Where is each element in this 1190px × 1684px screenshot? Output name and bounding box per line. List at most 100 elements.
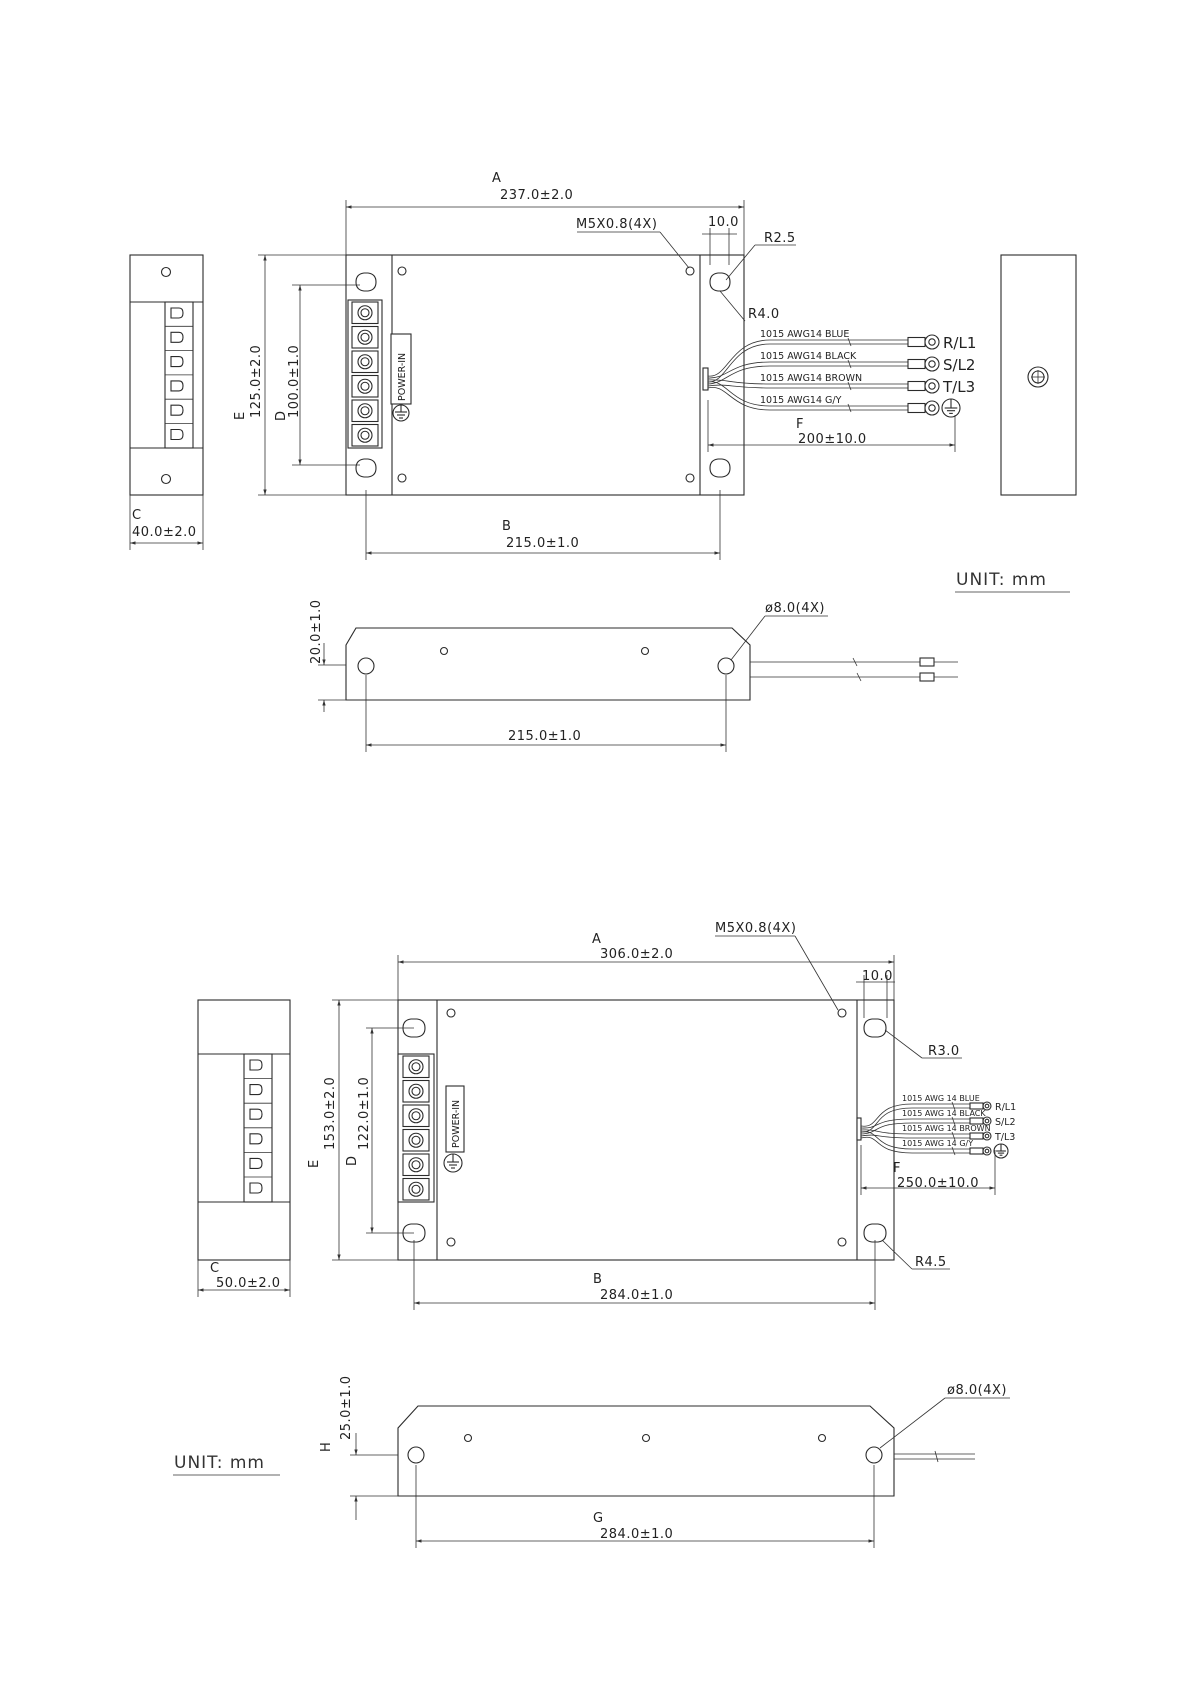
top-dim-A: 237.0±2.0 [500, 188, 573, 203]
bottom-side-hole-callout: ø8.0(4X) [947, 1383, 1007, 1398]
top-dim-10: 10.0 [708, 215, 739, 230]
top-terminal-label: T/L3 [942, 378, 975, 396]
top-right-end-view [1000, 254, 1077, 496]
bottom-dim-A: 306.0±2.0 [600, 947, 673, 962]
top-terminal-screw [351, 325, 379, 349]
bottom-wire: 1015 AWG 14 G/Y [860, 1131, 1009, 1159]
top-wire-label: 1015 AWG14 BROWN [760, 373, 862, 384]
top-label-F: F [796, 417, 804, 432]
top-terminal-screw [351, 399, 379, 423]
bottom-end-terminal [244, 1102, 272, 1120]
top-unit-label: UNIT: mm [956, 570, 1047, 590]
top-end-terminal [165, 398, 193, 416]
bottom-power-in-label: POWER-IN [451, 1100, 462, 1148]
top-terminal-screw [351, 423, 379, 447]
top-wire-label: 1015 AWG14 BLUE [760, 329, 849, 340]
bottom-side-height: 25.0±1.0 [339, 1375, 354, 1440]
top-end-terminal [165, 350, 193, 368]
top-label-D: D [274, 410, 289, 421]
top-end-terminal [165, 374, 193, 392]
bottom-wire-label: 1015 AWG 14 BLACK [902, 1109, 986, 1118]
bottom-terminal-screw [402, 1128, 430, 1152]
bottom-side-view [397, 1405, 975, 1497]
top-filter-drawing: C 40.0±2.0 POWER-IN [129, 171, 1077, 752]
top-radius-large: R4.0 [748, 307, 780, 322]
top-label-C: C [132, 508, 142, 523]
bottom-terminal-screw [402, 1055, 430, 1079]
top-label-B: B [502, 519, 511, 534]
bottom-unit-label: UNIT: mm [174, 1453, 265, 1473]
top-wire: 1015 AWG14 BROWN T/L3 [707, 373, 975, 396]
top-power-in-label: POWER-IN [397, 353, 408, 401]
bottom-label-D: D [345, 1155, 360, 1166]
bottom-end-terminal [244, 1053, 272, 1071]
top-terminal-screw [351, 350, 379, 374]
bottom-dim-10: 10.0 [862, 969, 893, 984]
top-side-hole-callout: ø8.0(4X) [765, 601, 825, 616]
top-dim-C: 40.0±2.0 [132, 525, 197, 540]
bottom-screw-callout: M5X0.8(4X) [715, 921, 796, 936]
bottom-ground-icon [443, 1153, 463, 1173]
bottom-end-terminal [244, 1127, 272, 1145]
bottom-terminal-screw [402, 1177, 430, 1201]
top-end-terminal [165, 325, 193, 343]
bottom-label-C: C [210, 1261, 220, 1276]
bottom-side-width: 284.0±1.0 [600, 1527, 673, 1542]
top-terminal-screw [351, 301, 379, 325]
top-wire: 1015 AWG14 BLUE R/L1 [707, 329, 976, 383]
bottom-dim-E: 153.0±2.0 [323, 1077, 338, 1150]
bottom-earth-icon [993, 1143, 1009, 1159]
bottom-terminal-screw [402, 1104, 430, 1128]
bottom-dim-C: 50.0±2.0 [216, 1276, 281, 1291]
bottom-terminal-label: T/L3 [994, 1132, 1015, 1143]
top-dim-F: 200±10.0 [798, 432, 867, 447]
bottom-terminal-screw [402, 1153, 430, 1177]
top-dim-D: 100.0±1.0 [287, 345, 302, 418]
top-side-width: 215.0±1.0 [508, 729, 581, 744]
bottom-end-terminal [244, 1078, 272, 1096]
bottom-label-F: F [893, 1161, 901, 1176]
top-dim-B: 215.0±1.0 [506, 536, 579, 551]
top-dim-E: 125.0±2.0 [249, 345, 264, 418]
bottom-main-view: POWER-IN [397, 999, 895, 1261]
bottom-radius-large: R4.5 [915, 1255, 947, 1270]
top-main-view: POWER-IN [345, 254, 745, 496]
top-side-view [345, 627, 958, 701]
bottom-label-B: B [593, 1272, 602, 1287]
top-terminal-label: R/L1 [943, 334, 976, 352]
top-side-height: 20.0±1.0 [309, 599, 324, 664]
top-wire: 1015 AWG14 G/Y [707, 381, 961, 418]
top-cable-gland-icon [1027, 366, 1049, 388]
top-wire-label: 1015 AWG14 G/Y [760, 395, 842, 406]
bottom-terminal-label: S/L2 [995, 1117, 1016, 1128]
bottom-terminal-label: R/L1 [995, 1102, 1016, 1113]
top-end-terminal [165, 423, 193, 441]
bottom-dim-B: 284.0±1.0 [600, 1288, 673, 1303]
top-terminal-screw [351, 374, 379, 398]
top-label-A: A [492, 171, 501, 186]
bottom-left-end-view [197, 999, 291, 1261]
bottom-filter-drawing: C 50.0±2.0 POWER-IN [173, 921, 1016, 1548]
bottom-label-G: G [593, 1511, 604, 1526]
top-left-end-view [129, 254, 204, 496]
bottom-end-terminal [244, 1152, 272, 1169]
bottom-label-H: H [319, 1442, 334, 1452]
bottom-dim-F: 250.0±10.0 [897, 1176, 979, 1191]
bottom-wire: 1015 AWG 14 BLACK S/L2 [860, 1109, 1016, 1135]
bottom-label-A: A [592, 932, 601, 947]
bottom-dim-D: 122.0±1.0 [357, 1077, 372, 1150]
top-earth-icon [941, 398, 961, 418]
bottom-end-terminal [244, 1176, 272, 1194]
top-wire-label: 1015 AWG14 BLACK [760, 351, 857, 362]
bottom-wire-label: 1015 AWG 14 G/Y [902, 1139, 973, 1148]
bottom-wire-label: 1015 AWG 14 BROWN [902, 1124, 991, 1133]
top-ground-icon [392, 404, 410, 422]
top-screw-callout: M5X0.8(4X) [576, 217, 657, 232]
bottom-radius-small: R3.0 [928, 1044, 960, 1059]
